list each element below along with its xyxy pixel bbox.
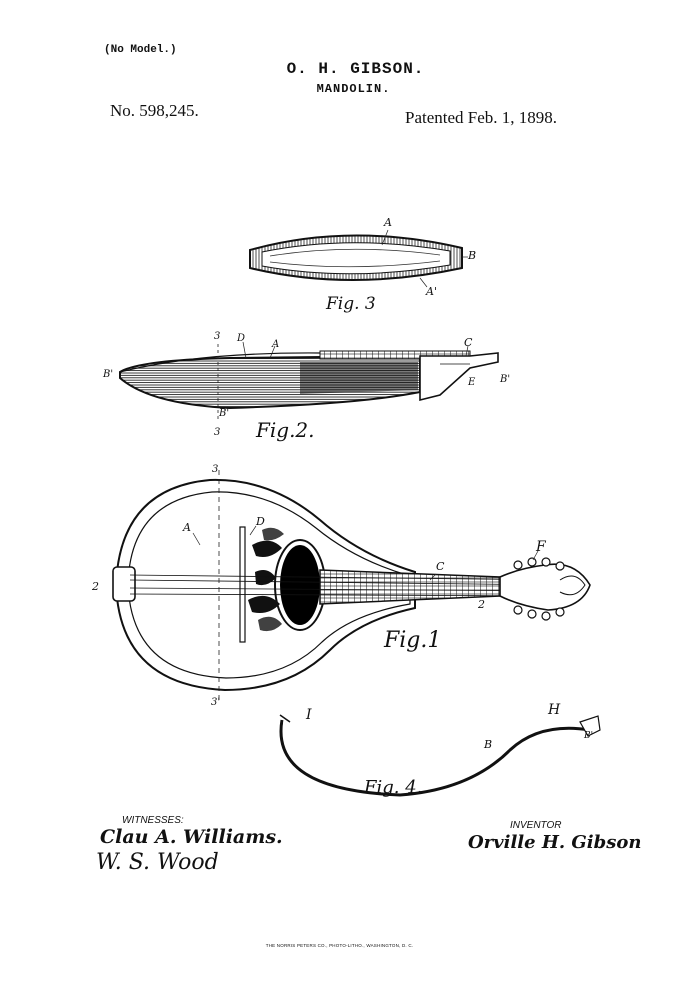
ref-fig4-i: I bbox=[306, 707, 312, 723]
fig1-drawing bbox=[112, 470, 591, 700]
no-model-note: (No Model.) bbox=[104, 44, 177, 56]
ref-fig1-a: A bbox=[183, 521, 191, 534]
fig4-drawing bbox=[279, 714, 601, 797]
ref-fig2-a: A bbox=[272, 339, 280, 350]
ref-fig1-d: D bbox=[256, 515, 265, 528]
leader-lines bbox=[192, 229, 539, 581]
ref-fig1-2-left: 2 bbox=[92, 580, 99, 593]
ref-fig1-c: C bbox=[436, 560, 445, 573]
patent-number: No. 598,245. bbox=[110, 101, 199, 120]
witness-signature-2: W. S. Wood bbox=[96, 850, 219, 875]
ref-fig4-b: B bbox=[484, 738, 493, 751]
ref-fig2-b1-left: B' bbox=[103, 369, 114, 380]
witness-signature-1: Clau A. Williams. bbox=[100, 826, 283, 848]
fig3-label: Fig. 3 bbox=[326, 294, 376, 314]
ref-fig2-d: D bbox=[237, 333, 246, 344]
ref-fig1-3-top: 3 bbox=[212, 464, 219, 475]
fig3-drawing bbox=[249, 234, 463, 281]
inventor-signature: Orville H. Gibson bbox=[468, 832, 642, 853]
ref-fig3-a: A bbox=[384, 216, 392, 229]
printer-imprint: THE NORRIS PETERS CO., PHOTO-LITHO., WAS… bbox=[265, 943, 414, 948]
fig1-label: Fig.1 bbox=[384, 628, 442, 653]
inventor-name-heading: O. H. GIBSON. bbox=[286, 60, 425, 78]
witnesses-label: WITNESSES: bbox=[122, 815, 184, 826]
ref-fig2-c: C bbox=[464, 336, 473, 349]
ref-fig3-b: B bbox=[468, 249, 477, 262]
ref-fig2-b1-right: B' bbox=[500, 374, 511, 385]
patent-title: MANDOLIN. bbox=[316, 82, 391, 96]
ref-fig1-3-bottom: 3' bbox=[211, 697, 221, 708]
fig2-label: Fig.2. bbox=[256, 418, 315, 442]
ref-fig2-e: E bbox=[468, 377, 476, 388]
fig4-label: Fig. 4. bbox=[364, 777, 423, 798]
ref-fig2-b1-bottom: B' bbox=[219, 408, 230, 419]
ref-fig2-3-bottom: 3 bbox=[214, 427, 221, 438]
ref-fig4-b1: B' bbox=[584, 731, 594, 741]
ref-fig1-2-right: 2 bbox=[478, 598, 485, 611]
ref-fig2-3-top: 3 bbox=[214, 331, 221, 342]
fig2-drawing bbox=[119, 344, 499, 420]
ref-fig3-a1: A' bbox=[426, 285, 437, 298]
ref-fig1-f: F bbox=[536, 539, 546, 555]
inventor-label: INVENTOR bbox=[510, 820, 562, 831]
ref-fig4-h: H bbox=[548, 702, 561, 718]
patent-date: Patented Feb. 1, 1898. bbox=[405, 108, 558, 127]
